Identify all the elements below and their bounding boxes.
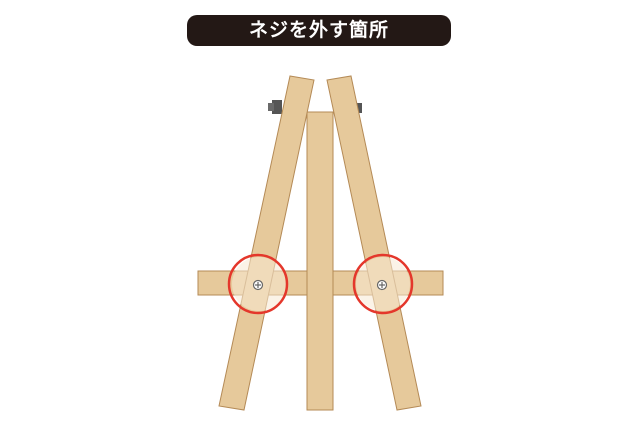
left-screw-marker bbox=[227, 253, 289, 315]
left-leg bbox=[218, 75, 315, 411]
right-leg bbox=[326, 75, 422, 411]
left-screw-icon bbox=[252, 279, 264, 291]
right-screw-marker bbox=[352, 253, 414, 315]
title-banner: ネジを外す箇所 bbox=[187, 15, 451, 46]
right-screw-icon bbox=[376, 279, 388, 291]
hinge-hardware-left bbox=[268, 100, 282, 114]
center-leg bbox=[306, 111, 334, 411]
diagram-title: ネジを外す箇所 bbox=[248, 19, 389, 41]
